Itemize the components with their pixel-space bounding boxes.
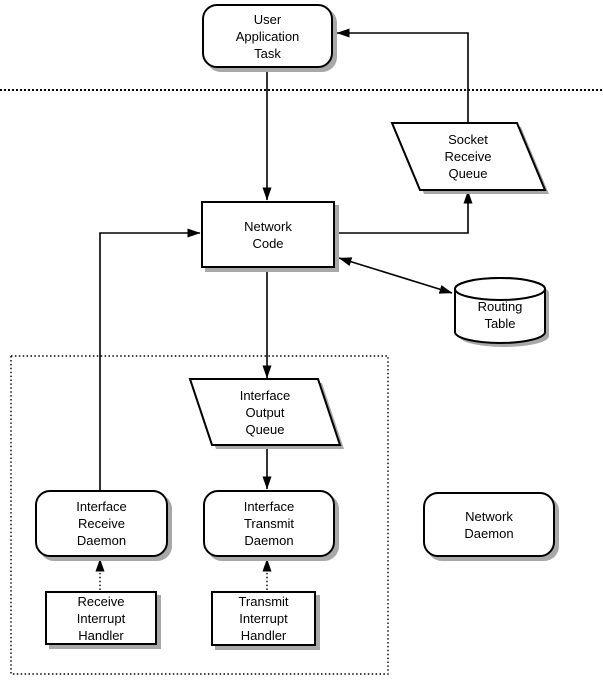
node-network-daemon: Network Daemon: [423, 492, 555, 557]
node-label-line: Handler: [240, 628, 287, 643]
node-label-line: Daemon: [76, 533, 127, 548]
node-label-line: Task: [254, 45, 281, 61]
node-label-line: Interface: [243, 499, 295, 514]
node-label-line: Interrupt: [76, 610, 126, 626]
node-label-line: Network: [244, 218, 292, 234]
node-label-line: Queue: [448, 166, 488, 181]
node-socket-receive-queue-label: Socket Receive Queue: [398, 131, 538, 182]
node-label-line: Interrupt: [239, 611, 288, 626]
node-label-line: Daemon: [464, 525, 514, 541]
edge-network-code-to-socket-receive-queue: [336, 190, 473, 234]
edge-network-code-routing-table-bidirectional: [338, 257, 453, 294]
node-interface-transmit-daemon: Interface Transmit Daemon: [203, 490, 335, 557]
node-label-line: Code: [252, 235, 284, 251]
node-label-line: Table: [484, 316, 516, 331]
node-routing-table-label: Routing Table: [450, 298, 550, 332]
node-label-line: Network: [465, 508, 513, 524]
node-network-code: Network Code: [201, 201, 335, 268]
node-interface-output-queue-label: Interface Output Queue: [195, 387, 335, 438]
node-label-line: Socket: [448, 132, 488, 147]
node-label-line: Transmit: [243, 516, 295, 531]
routing-table-cylinder: [454, 277, 549, 347]
node-transmit-interrupt-handler: Transmit Interrupt Handler: [211, 591, 316, 646]
node-label-line: Transmit: [238, 594, 289, 609]
node-user-application-task: User Application Task: [202, 4, 333, 68]
node-label-line: Receive: [78, 516, 125, 531]
node-label-line: Handler: [78, 627, 124, 643]
node-label-line: Receive: [444, 149, 492, 164]
node-label-line: Interface: [239, 388, 291, 403]
node-label-line: Interface: [76, 499, 127, 514]
edge-socket-receive-queue-to-user-application-task: [336, 28, 469, 122]
node-label-line: Application: [235, 28, 300, 44]
node-label-line: Daemon: [244, 533, 294, 548]
node-label-line: Queue: [245, 422, 285, 437]
interface-output-queue-shape: [188, 378, 344, 449]
node-label-line: User: [253, 11, 282, 27]
interface-layer-dotted-box: [10, 355, 389, 675]
node-label-line: Receive: [77, 593, 125, 609]
node-receive-interrupt-handler: Receive Interrupt Handler: [45, 591, 157, 645]
edge-interface-receive-daemon-to-network-code: [99, 228, 201, 490]
socket-receive-queue-shape: [390, 122, 549, 194]
node-label-line: Output: [245, 405, 285, 420]
node-label-line: Routing: [477, 299, 523, 314]
node-interface-receive-daemon: Interface Receive Daemon: [35, 490, 168, 557]
